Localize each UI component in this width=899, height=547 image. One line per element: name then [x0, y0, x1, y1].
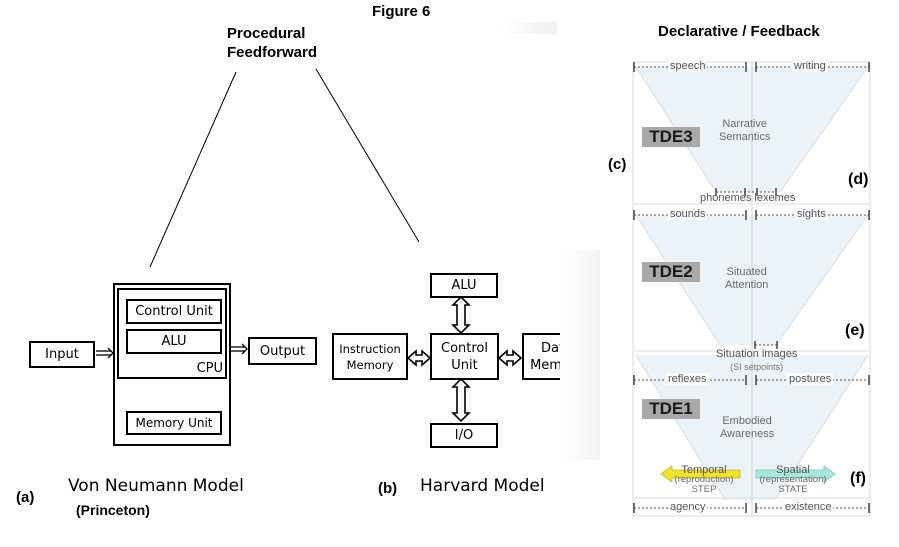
- input-box: Input: [29, 341, 95, 368]
- label-agency: agency: [668, 501, 708, 513]
- label-sights: sights: [795, 208, 828, 220]
- harvard-control-unit-box: Control Unit: [430, 333, 499, 380]
- output-arrow: [230, 343, 248, 355]
- tde1-desc-line-1: Embodied: [722, 415, 772, 427]
- label-postures: postures: [787, 373, 834, 385]
- control-line-1: Control: [441, 340, 488, 356]
- tag-d: (d): [848, 171, 869, 188]
- harvard-io-box: I/O: [430, 423, 498, 448]
- tag-c: (c): [608, 156, 627, 173]
- spatial-sub: (representation): [759, 474, 827, 485]
- feedforward-line-left: [149, 71, 237, 268]
- tde1-desc-line-2: Awareness: [720, 428, 775, 440]
- instr-line-2: Memory: [346, 357, 394, 372]
- memory-unit-box: Memory Unit: [126, 411, 222, 435]
- label-speech: speech: [668, 60, 708, 72]
- tag-b: (b): [378, 480, 398, 497]
- temporal-group: Temporal (reproduction) STEP: [666, 465, 742, 495]
- temporal-sub: (reproduction): [674, 474, 734, 485]
- temporal-label: Temporal: [681, 464, 727, 476]
- heading-line-1: Procedural: [227, 25, 306, 42]
- tde2-desc-line-1: Situated: [726, 266, 767, 278]
- control-io-arrow: [451, 377, 471, 423]
- harvard-alu-box: ALU: [430, 273, 498, 298]
- right-fade: [560, 250, 600, 460]
- label-phonemes-lexemes: phonemes lexemes: [700, 192, 796, 204]
- tde2-desc-line-2: Attention: [725, 279, 769, 291]
- label-writing: writing: [792, 60, 828, 72]
- princeton-subcaption: (Princeton): [76, 502, 150, 518]
- situation-images-line-2: (SI setpoints): [730, 362, 784, 372]
- figure-title: Figure 6: [372, 3, 431, 20]
- control-data-arrow: [497, 349, 523, 367]
- alu-box: ALU: [126, 329, 222, 354]
- label-existence: existence: [783, 501, 834, 513]
- tde2-badge: TDE2: [642, 262, 700, 282]
- cpu-label: CPU: [196, 361, 223, 376]
- tag-e: (e): [845, 322, 865, 339]
- von-neumann-caption: Von Neumann Model: [68, 476, 244, 496]
- spatial-unit: STATE: [778, 484, 808, 495]
- tag-f: (f): [850, 470, 866, 487]
- instr-line-1: Instruction: [339, 341, 401, 356]
- procedural-feedforward-heading: Procedural Feedforward: [227, 24, 317, 62]
- tde3-desc-line-1: Narrative: [722, 118, 767, 130]
- feedforward-line-right: [315, 68, 420, 243]
- temporal-arrow: [660, 465, 741, 483]
- gray-smudge: [500, 22, 557, 34]
- tag-a: (a): [16, 489, 35, 506]
- spatial-group: Spatial (representation) STATE: [753, 465, 833, 495]
- tde2-description: Situated Attention: [725, 266, 768, 292]
- heading-line-2: Feedforward: [227, 44, 318, 61]
- tde3-badge: TDE3: [642, 127, 700, 147]
- harvard-caption: Harvard Model: [420, 476, 545, 496]
- tde1-description: Embodied Awareness: [720, 415, 774, 441]
- situation-images-line-1: Situation images: [716, 348, 798, 360]
- spatial-arrow: [755, 465, 836, 483]
- scale-ticks: [633, 62, 870, 513]
- tde3-desc-line-2: Semantics: [719, 131, 771, 143]
- tde3-description: Narrative Semantics: [719, 118, 770, 144]
- instruction-memory-box: Instruction Memory: [332, 333, 408, 380]
- control-line-2: Unit: [451, 357, 478, 373]
- spatial-label: Spatial: [776, 464, 810, 476]
- temporal-unit: STEP: [691, 484, 717, 495]
- label-sounds: sounds: [668, 208, 708, 220]
- tde1-badge: TDE1: [642, 399, 700, 419]
- declarative-feedback-heading: Declarative / Feedback: [658, 23, 820, 40]
- label-reflexes: reflexes: [666, 373, 709, 385]
- output-box: Output: [248, 337, 317, 365]
- control-unit-box: Control Unit: [126, 299, 222, 324]
- situation-images: Situation images (SI setpoints): [716, 348, 797, 374]
